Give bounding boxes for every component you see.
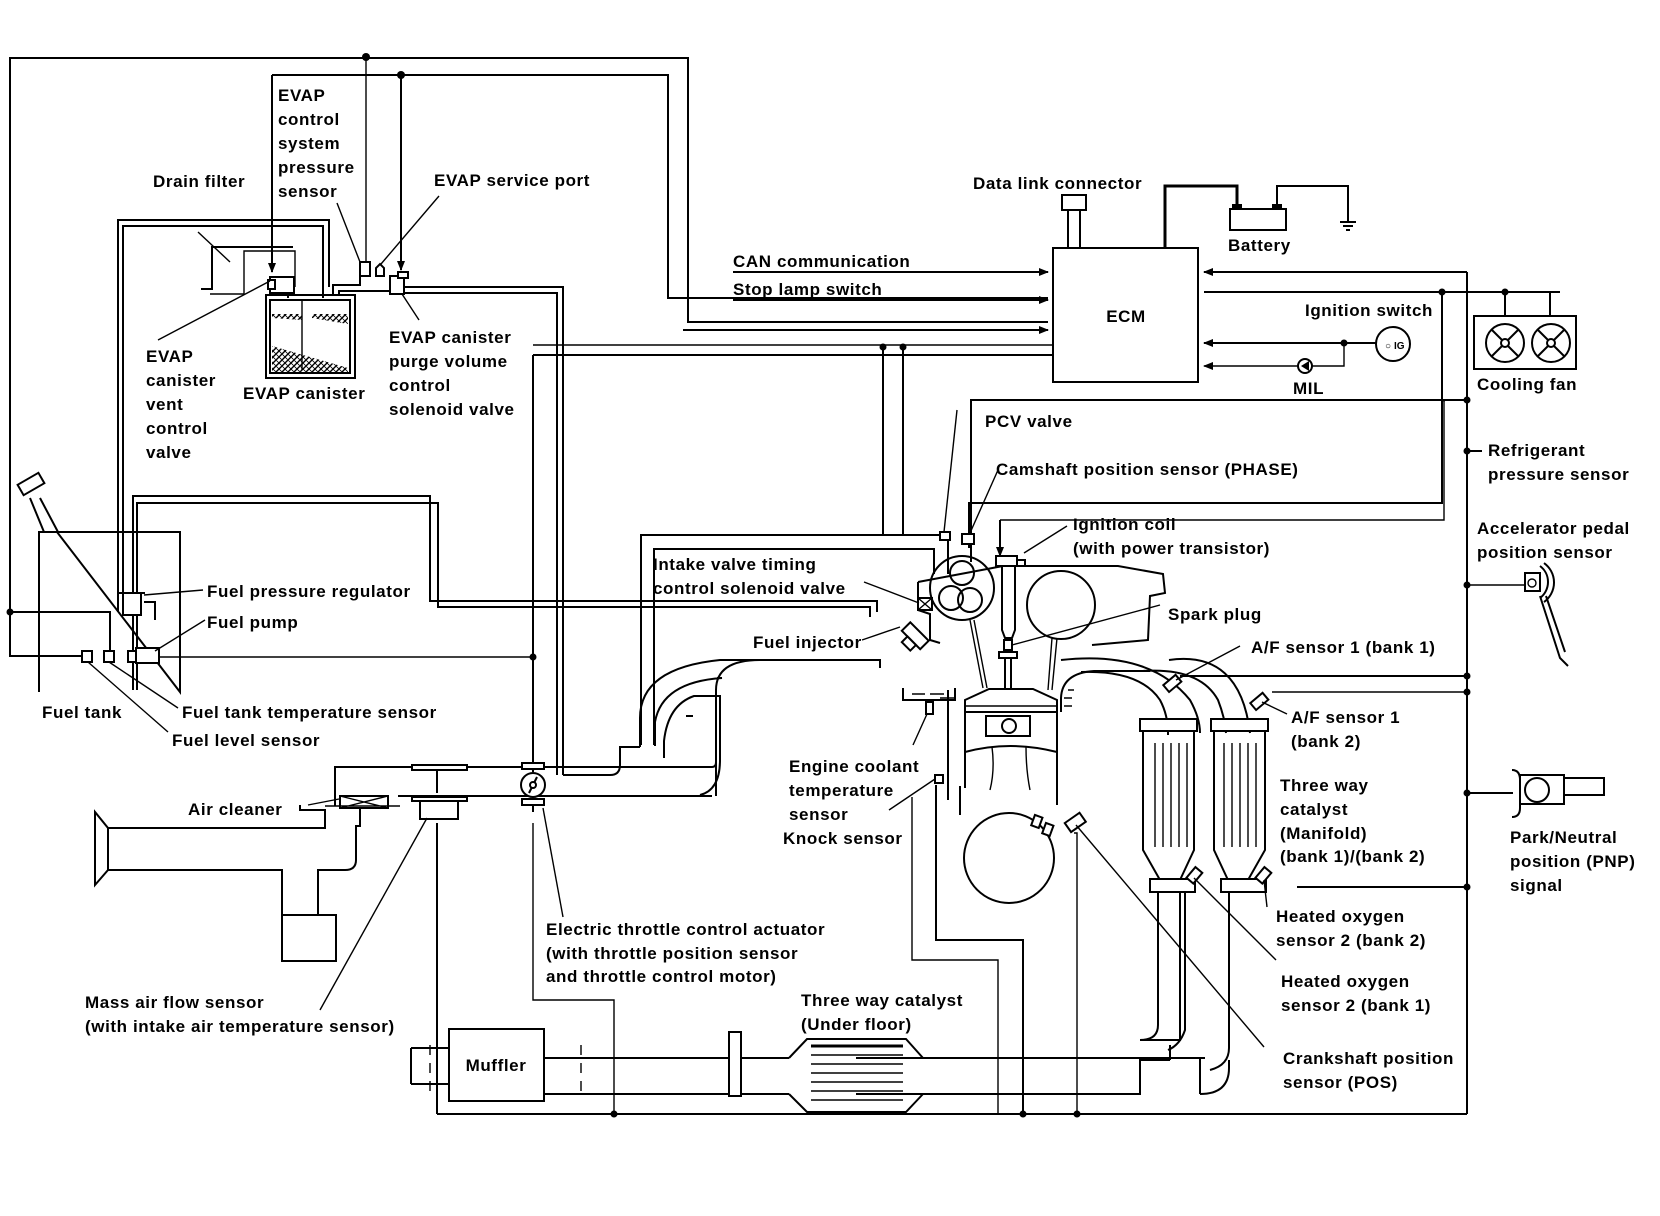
label-fuel-tank: Fuel tank [42,703,122,722]
label-stop-lamp-switch: Stop lamp switch [733,280,882,299]
label-fuel-pump: Fuel pump [207,613,298,632]
label-heated-o2-bank1: Heated oxygen sensor 2 (bank 1) [1281,972,1431,1015]
pnp-switch-icon [1511,769,1605,818]
label-af-sensor-bank2: A/F sensor 1 (bank 2) [1291,708,1406,751]
label-mass-air-flow: Mass air flow sensor (with intake air te… [85,993,395,1036]
label-can-communication: CAN communication [733,252,910,271]
muffler [448,1028,545,1102]
crankshaft-position-sensor [1063,811,1088,834]
labels: EVAP control system pressure sensor Drai… [42,86,1641,1092]
ignition-switch-icon [1375,326,1411,362]
label-air-cleaner: Air cleaner [188,800,282,819]
label-af-sensor-bank1: A/F sensor 1 (bank 1) [1251,638,1436,657]
ecm-box [1052,247,1199,383]
label-fuel-pressure-regulator: Fuel pressure regulator [207,582,411,601]
svg-text:○: ○ [1385,341,1391,352]
label-three-way-catalyst-underfloor: Three way catalyst (Under floor) [801,991,968,1034]
heated-o2-sensor-bank1 [1185,865,1204,885]
label-ignition-coil: Ignition coil (with power transistor) [1073,515,1270,558]
wiring-harness [6,53,1560,1118]
label-engine-coolant-sensor: Engine coolant temperature sensor [789,757,925,824]
engine-coolant-temp-sensor [925,701,934,715]
accelerator-pedal-icon [1524,562,1569,667]
camshaft-position-sensor [961,533,975,545]
ground-icon [1340,221,1356,231]
ignition-coil [995,555,1018,567]
label-crankshaft-sensor: Crankshaft position sensor (POS) [1283,1049,1459,1092]
engine [900,531,1167,904]
label-pnp-signal: Park/Neutral position (PNP) signal [1510,828,1641,895]
cooling-fan-box [1473,315,1577,370]
label-refrigerant-sensor: Refrigerant pressure sensor [1488,441,1629,484]
label-evap-canister: EVAP canister [243,384,365,403]
label-accelerator-sensor: Accelerator pedal position sensor [1477,519,1635,562]
manifold-catalyst-bank1 [1139,718,1198,732]
fuel-tank [38,531,181,695]
intake-system [94,659,881,962]
label-spark-plug: Spark plug [1168,605,1262,624]
knock-sensor [934,774,944,784]
heated-o2-sensor-bank2 [1254,865,1273,885]
label-battery: Battery [1228,236,1291,255]
label-cooling-fan: Cooling fan [1477,375,1577,394]
label-electric-throttle: Electric throttle control actuator (with… [546,920,831,986]
label-camshaft-sensor: Camshaft position sensor (PHASE) [996,460,1299,479]
label-drain-filter: Drain filter [153,172,245,191]
exhaust-system: Muffler [410,657,1273,1113]
data-link-connector [1061,194,1087,211]
label-knock-sensor: Knock sensor [783,829,903,848]
underfloor-catalyst [788,1038,924,1113]
label-evap-purge-valve: EVAP canister purge volume control solen… [389,328,517,419]
spark-plug [998,651,1018,659]
crankshaft [963,812,1055,904]
label-ignition-switch: Ignition switch [1305,301,1433,320]
fuel-tank-temp-sensor [103,650,115,663]
label-fuel-tank-temp-sensor: Fuel tank temperature sensor [182,703,437,722]
af-sensor-bank2 [1248,691,1270,712]
pcv-valve [939,531,951,541]
label-three-way-catalyst-manifold: Three way catalyst (Manifold) (bank 1)/(… [1280,776,1425,866]
label-heated-o2-bank2: Heated oxygen sensor 2 (bank 2) [1276,907,1426,950]
label-fuel-level-sensor: Fuel level sensor [172,731,320,750]
label-evap-service-port: EVAP service port [434,171,590,190]
piston [964,688,1058,713]
fuel-pressure-regulator [122,592,142,616]
leader-lines [87,195,1288,1048]
battery-icon [1229,208,1287,231]
label-intake-valve-timing: Intake valve timing control solenoid val… [653,555,846,598]
cooling-fan-icon [1485,323,1571,363]
fuel-injector-icon [900,620,931,653]
label-evap-vent-valve: EVAP canister vent control valve [146,347,221,462]
muffler-label: Muffler [466,1056,527,1075]
manifold-catalyst-bank2 [1210,718,1269,732]
evap-system [117,219,564,775]
label-data-link-connector: Data link connector [973,174,1142,193]
electrical-components: ECM ○ IG [1052,184,1605,818]
fuel-level-sensor [81,650,93,663]
label-fuel-injector: Fuel injector [753,633,862,652]
label-pcv-valve: PCV valve [985,412,1073,431]
ecm-label: ECM [1106,307,1146,326]
label-evap-pressure-sensor: EVAP control system pressure sensor [278,86,360,201]
label-mil: MIL [1293,379,1324,398]
ignition-switch-symbol: IG [1394,341,1405,352]
fuel-system [16,471,878,695]
